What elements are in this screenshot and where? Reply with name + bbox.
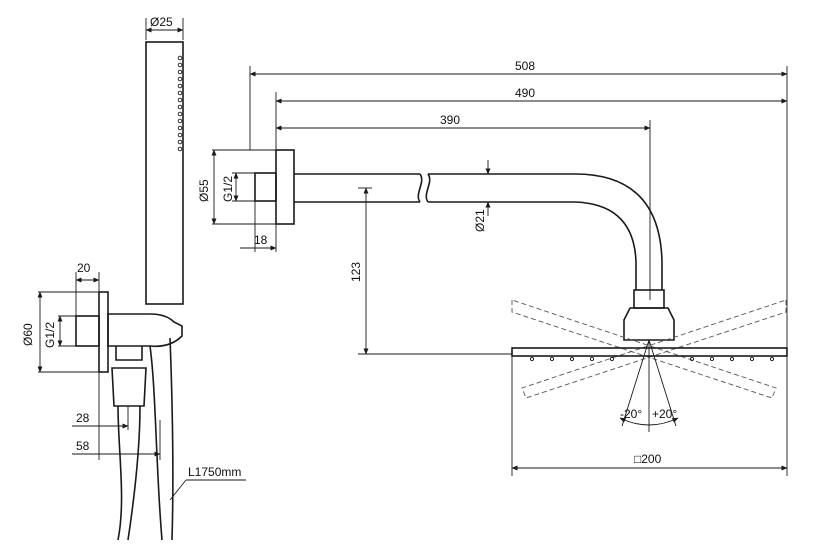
dim-tilt-left: -20° bbox=[620, 407, 642, 421]
arm-thread bbox=[254, 172, 277, 202]
dim-arm-390: 390 bbox=[440, 113, 460, 127]
dim-hose-length: L1750mm bbox=[188, 465, 241, 479]
dim-arm-thread: G1/2 bbox=[221, 176, 235, 202]
dim-arm-drop: 123 bbox=[349, 262, 363, 282]
wall-thread bbox=[75, 315, 100, 347]
hand-shower-body bbox=[145, 41, 184, 305]
dim-outlet-diameter: Ø60 bbox=[21, 323, 35, 346]
dim-hose-offset-2: 58 bbox=[76, 439, 90, 453]
shower-head-plate bbox=[511, 347, 788, 357]
arm-tube bbox=[294, 173, 663, 290]
wall-flange bbox=[98, 291, 109, 373]
dim-arm-flange-diameter: Ø55 bbox=[197, 179, 211, 202]
dim-head-size: □200 bbox=[634, 452, 662, 466]
dim-arm-490: 490 bbox=[515, 86, 535, 100]
arm-flange bbox=[275, 149, 295, 225]
dim-tilt-right: +20° bbox=[652, 407, 677, 421]
dim-outlet-offset: 20 bbox=[77, 261, 91, 275]
dim-arm-flange-depth: 18 bbox=[254, 233, 268, 247]
swivel-joint bbox=[623, 307, 675, 341]
dim-outlet-thread: G1/2 bbox=[43, 322, 57, 348]
spray-nozzles bbox=[177, 55, 183, 152]
dim-arm-total: 508 bbox=[515, 59, 535, 73]
head-nozzles bbox=[529, 356, 775, 362]
dim-arm-tube-diameter: Ø21 bbox=[473, 209, 487, 232]
dim-hose-offset-1: 28 bbox=[76, 411, 90, 425]
tilt-ghost-heads bbox=[511, 299, 787, 399]
shower-arm-view: 508 490 390 Ø55 G1/2 18 Ø21 bbox=[197, 59, 788, 476]
swivel-nut bbox=[633, 289, 665, 309]
hose bbox=[117, 405, 123, 541]
hose-connector bbox=[111, 367, 147, 407]
dim-hand-shower-diameter: Ø25 bbox=[150, 15, 173, 29]
outlet-body bbox=[107, 313, 183, 348]
hand-shower-view: Ø25 Ø60 G1/2 bbox=[21, 15, 246, 541]
